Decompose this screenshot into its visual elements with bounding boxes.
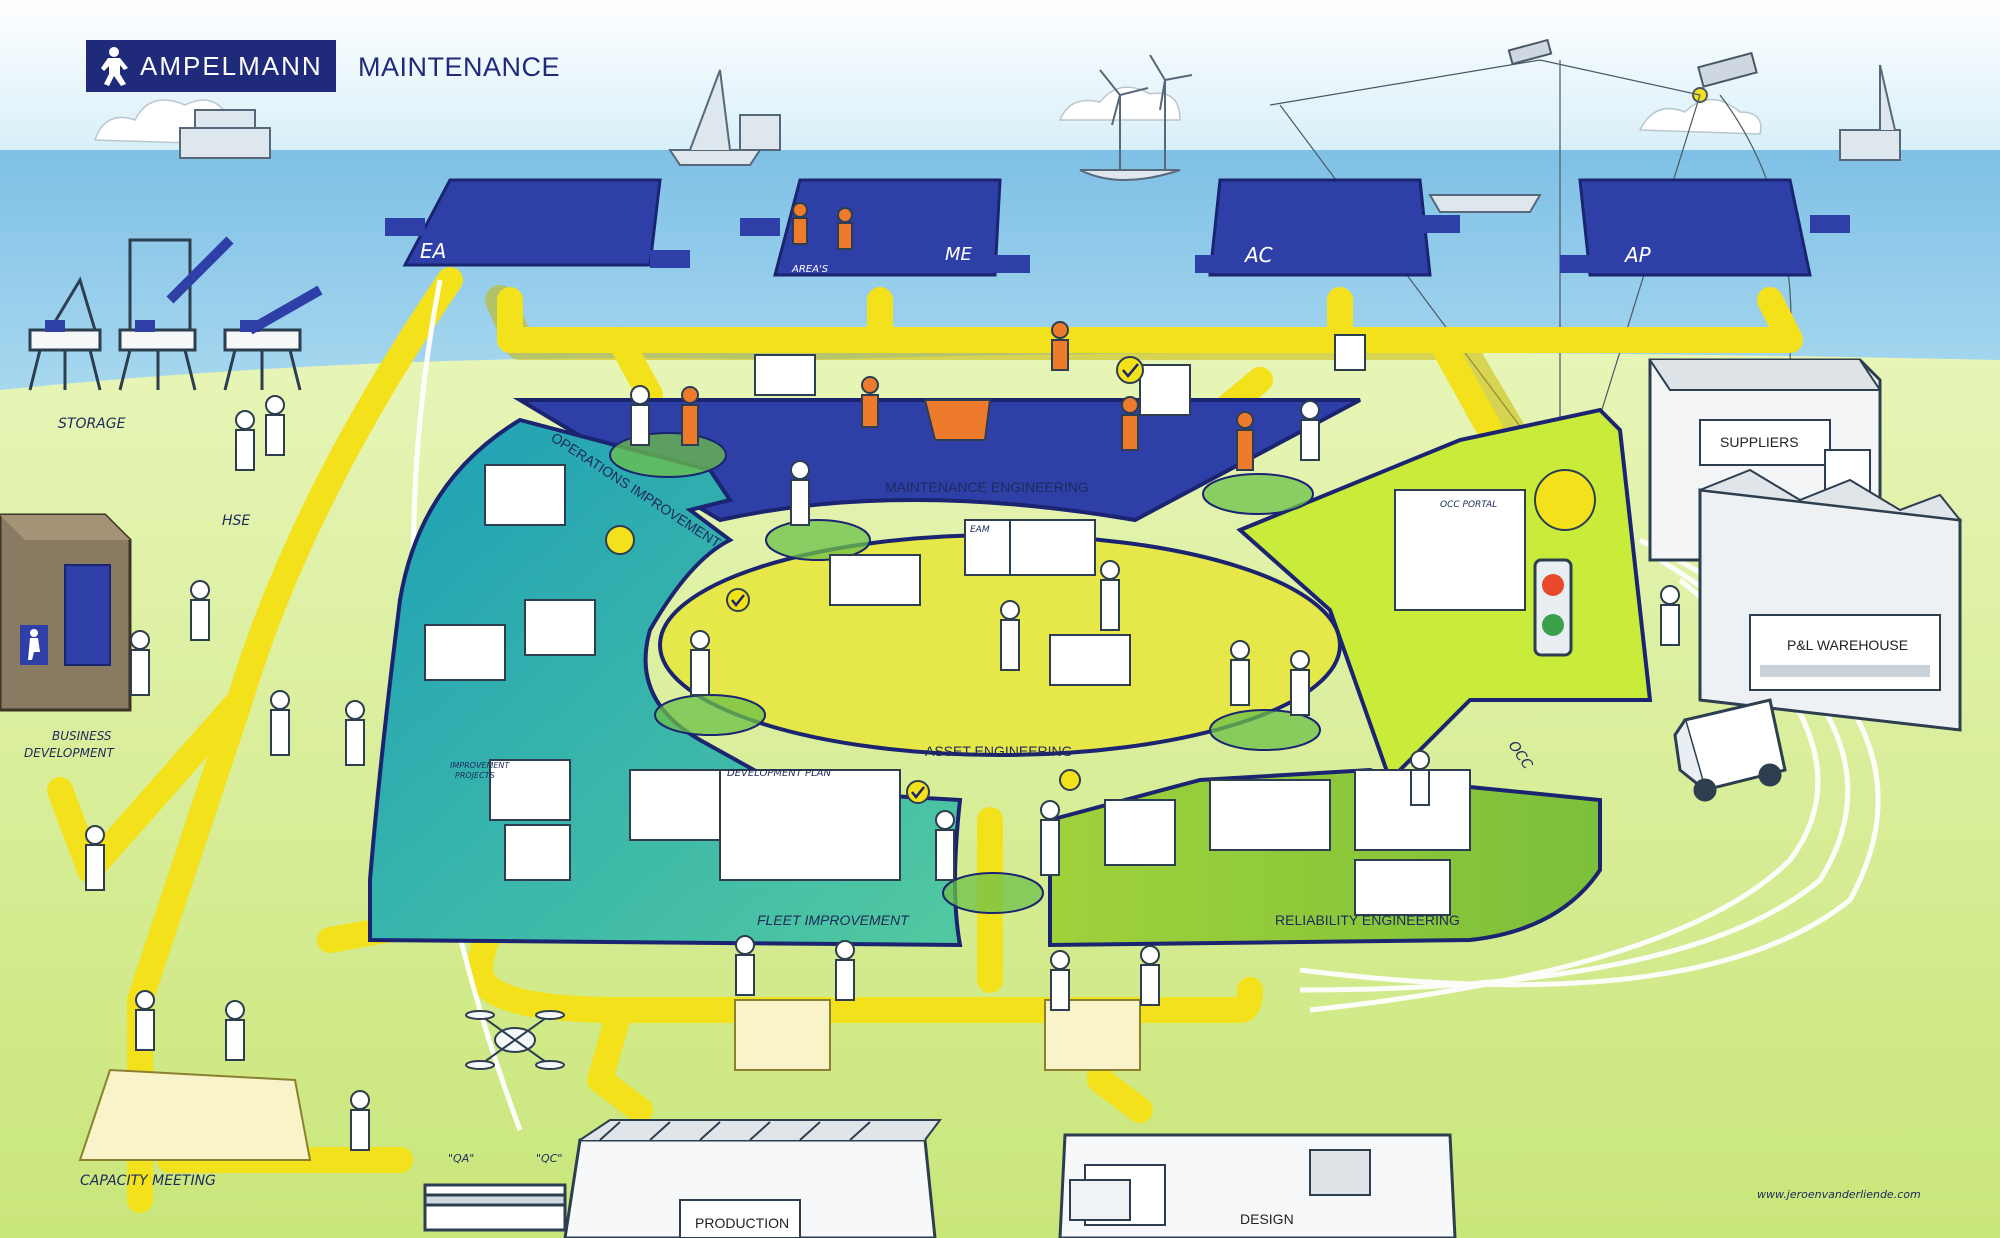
dock-ac-label: AC bbox=[1243, 243, 1273, 267]
area-label-business-development-2: DEVELOPMENT bbox=[24, 746, 116, 760]
satellite-icon bbox=[1507, 38, 1758, 103]
wind-turbine-icon bbox=[1099, 54, 1193, 170]
page-title: MAINTENANCE bbox=[358, 52, 561, 82]
building-label-production: PRODUCTION bbox=[695, 1215, 789, 1231]
building-label-warehouse: P&L WAREHOUSE bbox=[1787, 637, 1908, 653]
drone-icon bbox=[465, 1010, 565, 1070]
building-label-suppliers: SUPPLIERS bbox=[1720, 434, 1799, 450]
workstations bbox=[424, 334, 1526, 1221]
delivery-van bbox=[1673, 698, 1787, 802]
dock-platforms: EA ME AREA'S AC AP bbox=[385, 178, 1850, 277]
area-label-qa: "QA" bbox=[448, 1152, 474, 1165]
warehouse-building bbox=[1698, 468, 1963, 732]
logo-icon bbox=[28, 629, 40, 660]
people-figures bbox=[85, 202, 1680, 1151]
area-label-storage: STORAGE bbox=[58, 416, 126, 432]
lightbulb-icon bbox=[605, 525, 1081, 791]
offshore-vessels bbox=[179, 64, 1901, 213]
dock-ap bbox=[1560, 178, 1850, 277]
annotation-improvement-projects-1: IMPROVEMENT bbox=[450, 761, 510, 770]
traffic-light-icon bbox=[1533, 558, 1573, 657]
dock-me bbox=[740, 178, 1030, 277]
patio-right bbox=[1044, 999, 1141, 1071]
zone-maintenance-engineering bbox=[512, 398, 1361, 523]
building-label-design: DESIGN bbox=[1240, 1211, 1294, 1227]
checkmark-icon bbox=[726, 356, 1144, 804]
area-label-hse: HSE bbox=[222, 513, 250, 529]
zone-label-fleet-improvement: FLEET IMPROVEMENT bbox=[757, 912, 910, 928]
production-truck bbox=[423, 1183, 567, 1232]
storage-cranes bbox=[28, 236, 323, 391]
brand-logo: AMPELMANN bbox=[86, 40, 336, 92]
dock-ac bbox=[1195, 178, 1460, 277]
zone-label-maintenance-engineering: MAINTENANCE ENGINEERING bbox=[885, 479, 1089, 495]
annotation-eam: EAM bbox=[970, 525, 990, 535]
dock-ap-label: AP bbox=[1623, 243, 1652, 267]
capacity-meeting-mat bbox=[78, 1068, 312, 1161]
area-label-business-development-1: BUSINESS bbox=[52, 729, 112, 743]
data-coin-icon bbox=[1534, 469, 1596, 531]
area-label-capacity-meeting: CAPACITY MEETING bbox=[80, 1173, 216, 1189]
annotation-credit: www.jeroenvanderliende.com bbox=[1757, 1188, 1921, 1201]
zone-label-asset-engineering: ASSET ENGINEERING bbox=[925, 743, 1073, 759]
dock-ea bbox=[385, 178, 690, 268]
production-building bbox=[563, 1119, 942, 1238]
patio-left bbox=[734, 999, 831, 1071]
hub-circles bbox=[609, 432, 1321, 914]
annotation-development-plan: DEVELOPMENT PLAN bbox=[727, 768, 831, 779]
dock-me-label: ME bbox=[945, 244, 973, 265]
zone-label-reliability-engineering: RELIABILITY ENGINEERING bbox=[1275, 912, 1460, 928]
dock-me-sublabel: AREA'S bbox=[791, 264, 829, 275]
annotation-occ-portal: OCC PORTAL bbox=[1440, 500, 1497, 510]
business-development-building bbox=[0, 513, 132, 712]
brand-logo-text: AMPELMANN bbox=[140, 50, 323, 81]
area-label-qc: "QC" bbox=[536, 1152, 562, 1165]
dock-ea-label: EA bbox=[420, 239, 446, 263]
ampelmann-icon bbox=[101, 47, 128, 86]
annotation-improvement-projects-2: PROJECTS bbox=[455, 771, 495, 780]
